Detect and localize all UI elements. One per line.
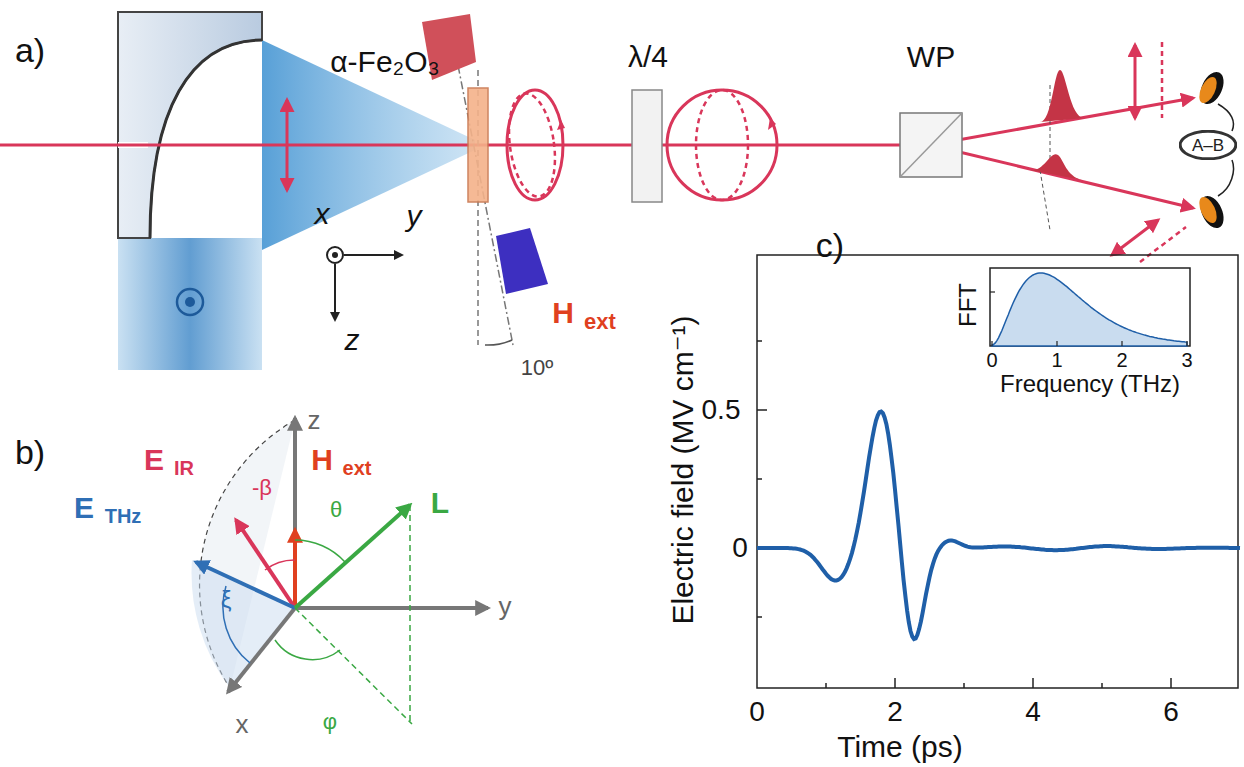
vector-subscript: IR bbox=[174, 458, 194, 478]
node-text: A–B bbox=[1192, 137, 1224, 154]
axis-label: y bbox=[499, 593, 512, 619]
axis-title: Electric field (MV cm⁻¹) bbox=[668, 315, 698, 624]
angle-label: ξ bbox=[221, 588, 232, 612]
prism-label: WP bbox=[907, 42, 955, 72]
tick-label: 2 bbox=[887, 698, 903, 726]
panel-label: c) bbox=[816, 228, 844, 262]
field-label: H bbox=[552, 298, 574, 328]
panel-label: b) bbox=[15, 435, 45, 469]
field-subscript: ext bbox=[584, 311, 616, 333]
angle-label: 10º bbox=[521, 357, 554, 379]
tick-label: 4 bbox=[1025, 698, 1041, 726]
vector-subscript: THz bbox=[105, 506, 142, 526]
subtraction-node: A–B bbox=[1179, 130, 1237, 160]
tick-label: 3 bbox=[1181, 350, 1192, 370]
tick-label: 2 bbox=[1116, 350, 1127, 370]
angle-label: -β bbox=[252, 477, 272, 499]
tick-label: 0 bbox=[732, 534, 748, 562]
tick-label: 0 bbox=[986, 350, 997, 370]
tick-label: 0 bbox=[749, 698, 765, 726]
angle-label: θ bbox=[330, 499, 342, 521]
sample-label: α-Fe₂O₃ bbox=[330, 47, 440, 77]
angle-label: φ bbox=[323, 711, 337, 733]
tick-label: 6 bbox=[1163, 698, 1179, 726]
axis-label: z bbox=[308, 407, 321, 433]
vector-subscript: ext bbox=[343, 458, 372, 478]
axis-label: x bbox=[315, 199, 330, 229]
axis-title: Time (ps) bbox=[837, 732, 963, 762]
vector-label: H bbox=[311, 445, 333, 475]
axis-title: FFT bbox=[956, 283, 980, 327]
vector-label: E bbox=[74, 493, 94, 523]
axis-title: Frequency (THz) bbox=[1000, 372, 1180, 396]
axis-label: y bbox=[407, 201, 422, 231]
vector-label: L bbox=[431, 488, 449, 518]
tick-label: 0.5 bbox=[702, 396, 741, 424]
axis-label: z bbox=[345, 325, 360, 355]
tick-label: 1 bbox=[1051, 350, 1062, 370]
vector-label: E bbox=[144, 445, 164, 475]
panel-label: a) bbox=[15, 33, 45, 67]
waveplate-label: λ/4 bbox=[628, 42, 668, 72]
axis-label: x bbox=[236, 711, 249, 737]
